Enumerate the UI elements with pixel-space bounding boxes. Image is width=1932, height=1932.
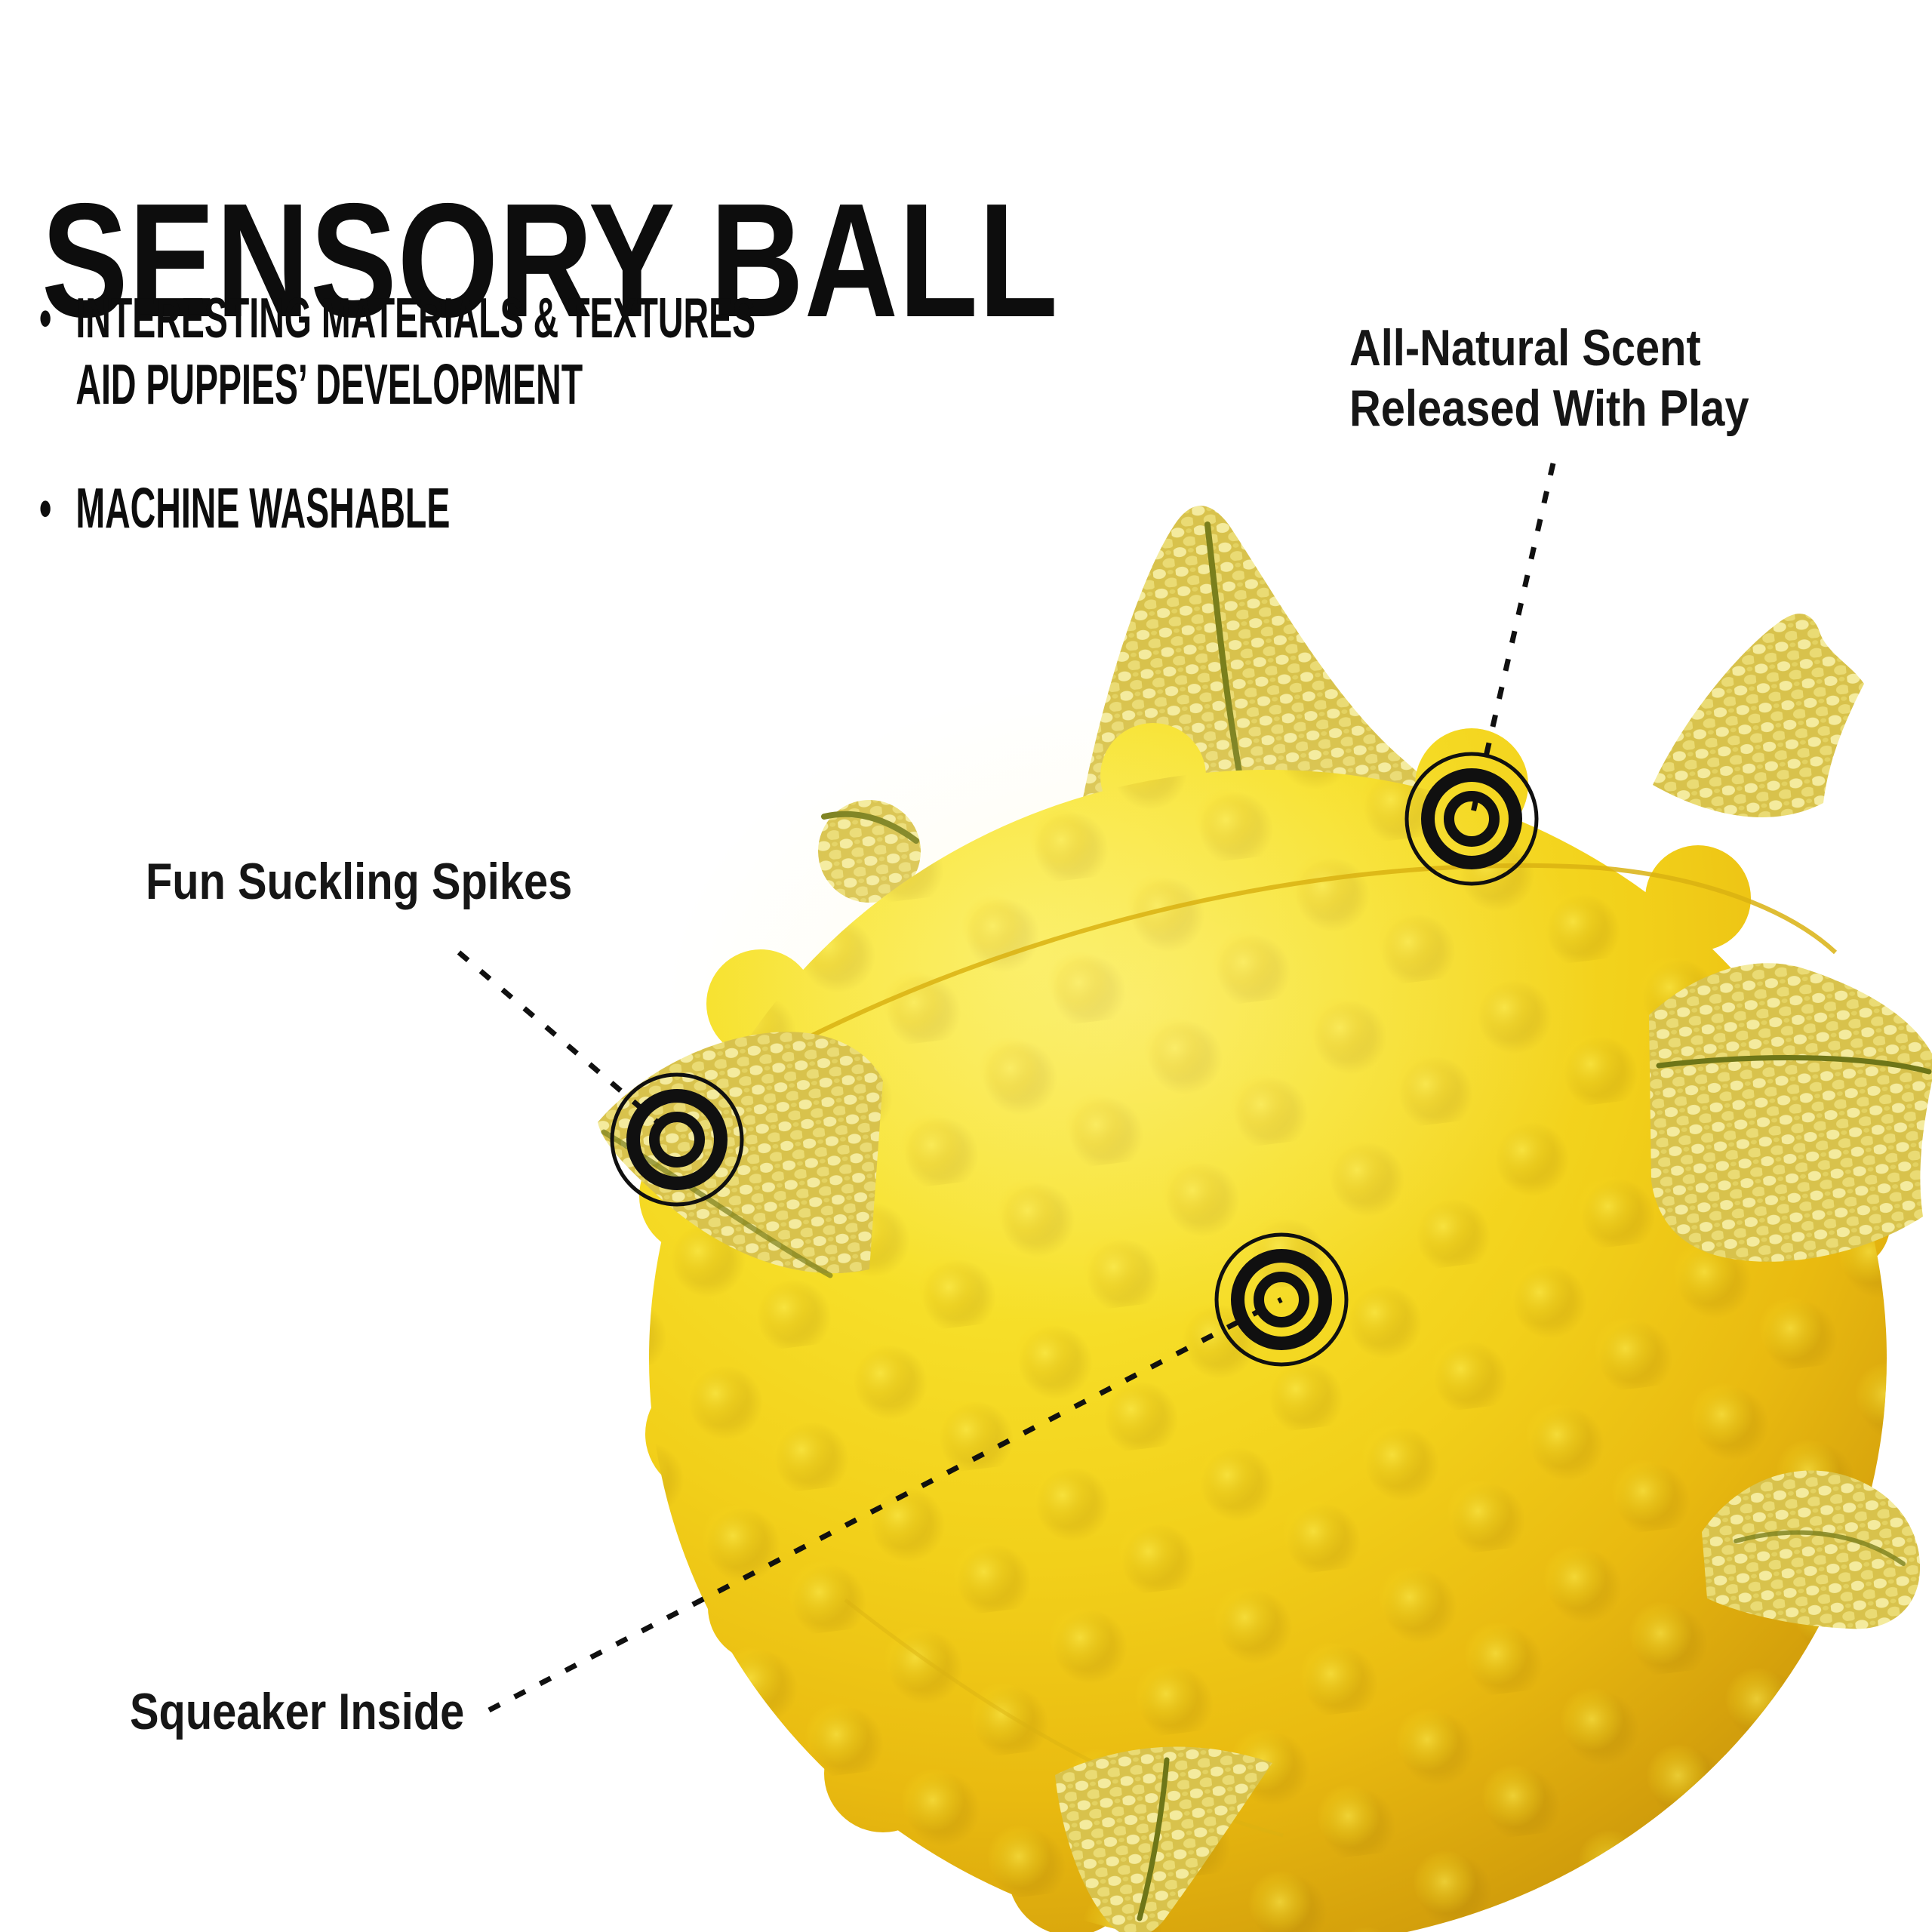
fabric-spike-top-right: [1653, 614, 1864, 817]
callout-label-spikes: Fun Suckling Spikes: [146, 851, 572, 912]
feature-bullet-line: AID PUPPIES’ DEVELOPMENT: [75, 352, 583, 416]
callout-label-line: All-Natural Scent: [1349, 319, 1701, 377]
ball-body: [639, 679, 1890, 1932]
feature-bullet: INTERESTING MATERIALS & TEXTURES AID PUP…: [39, 285, 755, 417]
callout-label-line: Squeaker Inside: [130, 1683, 465, 1740]
target-marker-scent: [1404, 752, 1539, 886]
feature-bullet: MACHINE WASHABLE: [39, 475, 755, 541]
callout-label-scent: All-Natural Scent Released With Play: [1349, 318, 1749, 438]
leader-line-squeaker: [488, 1297, 1283, 1713]
feature-bullet-line: INTERESTING MATERIALS & TEXTURES: [75, 286, 756, 349]
seam-line: [783, 863, 1838, 1051]
callout-label-line: Released With Play: [1349, 380, 1749, 437]
fabric-spike-right: [1649, 963, 1932, 1262]
seam-line: [1137, 1757, 1170, 1921]
feature-bullet-line: MACHINE WASHABLE: [75, 476, 451, 540]
fabric-spike-bottom: [1055, 1746, 1272, 1932]
target-marker-spikes: [610, 1072, 744, 1207]
seam-line: [1656, 1055, 1932, 1075]
target-marker-squeaker: [1214, 1232, 1349, 1367]
leader-line-scent: [1469, 463, 1556, 820]
callout-label-line: Fun Suckling Spikes: [146, 853, 573, 910]
callout-label-squeaker: Squeaker Inside: [130, 1681, 464, 1742]
seam-line: [1734, 1530, 1906, 1566]
fabric-spike-bottom-right: [1702, 1470, 1921, 1629]
feature-bullet-list: INTERESTING MATERIALS & TEXTURES AID PUP…: [39, 285, 755, 541]
